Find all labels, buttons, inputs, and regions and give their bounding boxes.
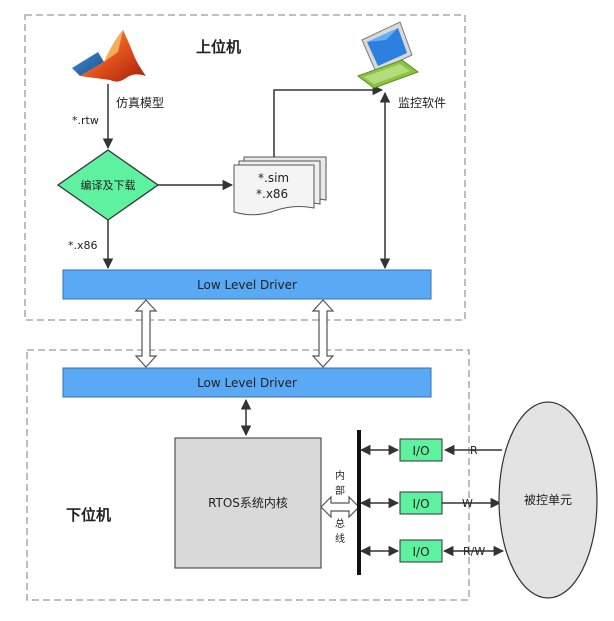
sim-file-label: *.sim — [258, 171, 289, 185]
signal-rw-label: R/W — [463, 545, 485, 558]
link-arrow-left — [134, 299, 158, 368]
rtos-kernel-box — [174, 437, 322, 569]
controlled-unit-label: 被控单元 — [524, 493, 572, 507]
computer-monitor-icon — [356, 21, 420, 89]
lower-driver-label: Low Level Driver — [197, 376, 297, 390]
signal-w-label: W — [462, 497, 473, 510]
x86-file-left-label: *.x86 — [68, 239, 98, 252]
upper-driver-label: Low Level Driver — [197, 278, 297, 292]
internal-bus-char-2: 部 — [335, 484, 345, 497]
kernel-bus-link-arrow — [320, 495, 360, 519]
internal-bus-bar — [357, 430, 361, 575]
internal-bus-char-4: 线 — [335, 532, 345, 545]
output-files-document — [233, 156, 327, 216]
io-label-2: I/O — [412, 497, 429, 511]
simulation-model-label: 仿真模型 — [116, 96, 164, 110]
rtos-kernel-label: RTOS系统内核 — [208, 496, 288, 510]
io-box-1 — [399, 438, 443, 462]
io-box-3 — [399, 539, 443, 563]
internal-bus-char-1: 内 — [335, 469, 345, 482]
internal-bus-char-3: 总 — [335, 517, 345, 530]
io-label-1: I/O — [412, 444, 429, 458]
lower-computer-title: 下位机 — [66, 506, 111, 524]
upper-low-level-driver — [62, 269, 432, 300]
compile-download-label: 编译及下载 — [81, 178, 136, 192]
monitor-software-label: 监控软件 — [398, 96, 446, 110]
upper-computer-title: 上位机 — [196, 38, 241, 56]
signal-r-label: R — [470, 444, 478, 457]
upper-computer-group — [24, 14, 466, 321]
lower-low-level-driver — [62, 367, 432, 398]
lower-computer-group — [26, 349, 470, 601]
x86-file-doc-label: *.x86 — [256, 187, 288, 201]
link-arrow-right — [311, 299, 335, 368]
io-label-3: I/O — [412, 545, 429, 559]
controlled-unit-ellipse — [498, 401, 598, 599]
rtw-file-label: *.rtw — [72, 114, 99, 127]
arrow-files-to-monitor — [273, 84, 384, 157]
matlab-logo-icon — [72, 30, 146, 82]
